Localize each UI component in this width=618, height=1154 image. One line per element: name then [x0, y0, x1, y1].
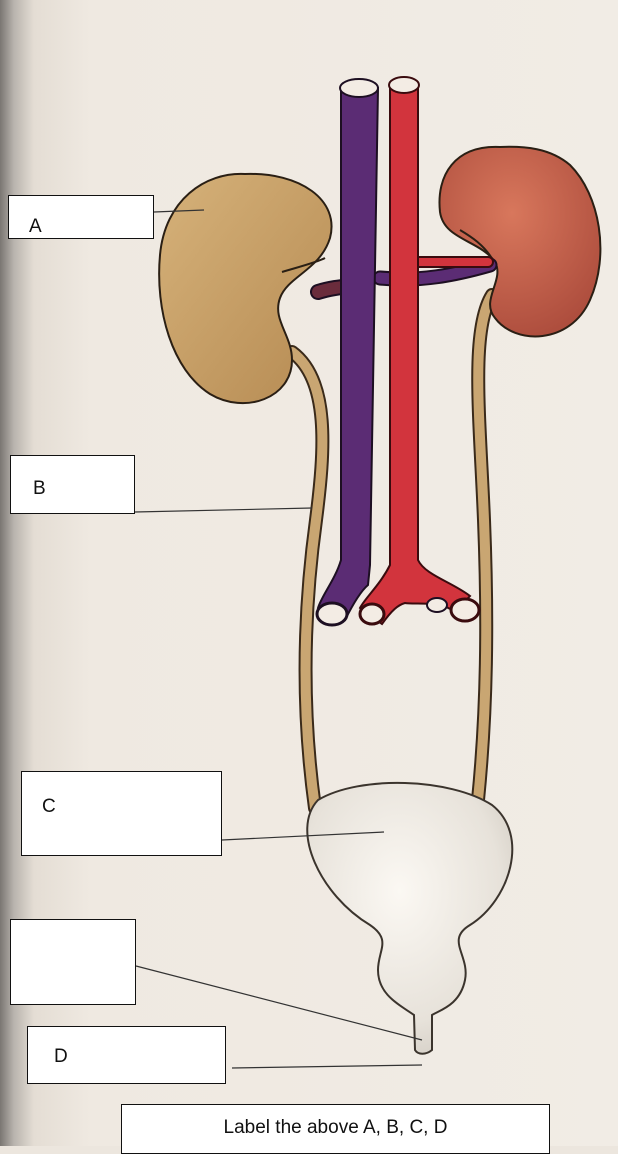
- label-d-text: D: [54, 1046, 68, 1067]
- label-box-b[interactable]: B: [10, 455, 135, 514]
- label-b-text: B: [33, 478, 46, 499]
- right-kidney: [439, 147, 600, 337]
- right-ureter: [478, 295, 492, 800]
- leader-line-b: [135, 508, 312, 512]
- leader-line-d: [232, 1065, 422, 1068]
- label-box-c[interactable]: C: [21, 771, 222, 856]
- label-box-blank[interactable]: [10, 919, 136, 1005]
- label-c-text: C: [42, 796, 56, 817]
- label-box-d[interactable]: D: [27, 1026, 226, 1084]
- instruction-text: Label the above A, B, C, D: [224, 1117, 448, 1138]
- label-box-a[interactable]: A: [8, 195, 154, 239]
- label-a-text: A: [29, 216, 42, 237]
- inferior-vena-cava: [317, 79, 378, 625]
- left-ureter: [292, 352, 322, 808]
- bladder: [307, 783, 512, 1054]
- instruction-box: Label the above A, B, C, D: [121, 1104, 550, 1154]
